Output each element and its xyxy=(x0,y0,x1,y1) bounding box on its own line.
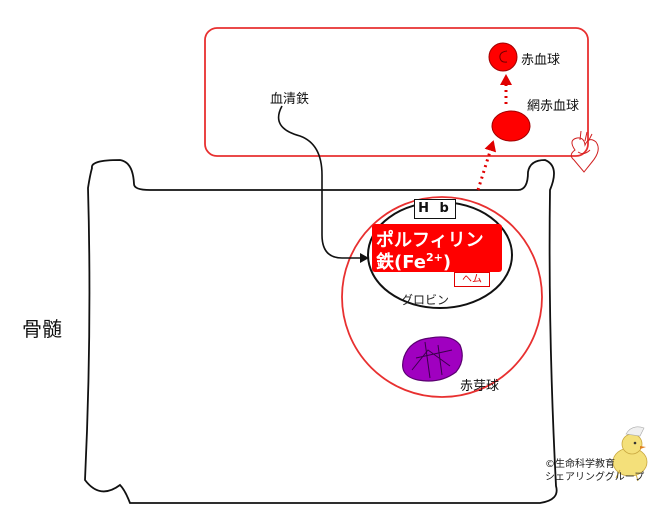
reticulocyte-label: 網赤血球 xyxy=(527,99,580,114)
bone-marrow-label: 骨髄 xyxy=(22,317,62,341)
heme-label: ヘム xyxy=(454,272,490,287)
serum-iron-arrow xyxy=(277,105,369,263)
red-blood-cell-label: 赤血球 xyxy=(521,53,561,68)
credit-line-2: シェアリンググループ xyxy=(545,472,645,483)
iron-charge: 2+ xyxy=(426,251,443,264)
blood-vessel-box xyxy=(204,27,589,157)
erythroblast-nucleus xyxy=(402,336,463,382)
reticulocyte-cell xyxy=(491,110,531,142)
iron-suffix: ) xyxy=(442,252,452,273)
hb-label-box: H b xyxy=(414,199,456,219)
credit-text: ©生命科学教育 シェアリンググループ xyxy=(545,458,644,484)
globin-label: グロビン xyxy=(401,293,450,307)
iron-prefix: 鉄(Fe xyxy=(376,252,427,273)
red-blood-cell-dimple xyxy=(499,50,508,63)
chick-mascot-icon xyxy=(612,426,648,482)
erythroblast-cell-membrane xyxy=(341,196,543,398)
erythroblast-label: 赤芽球 xyxy=(460,379,500,394)
serum-iron-label: 血清鉄 xyxy=(270,92,310,107)
maturation-arrow-to-circulation xyxy=(476,140,497,191)
iron-label: 鉄(Fe2+) xyxy=(376,248,451,274)
credit-line-1: ©生命科学教育 xyxy=(545,459,615,470)
porphyrin-label: ポルフィリン xyxy=(376,230,484,251)
heart-icon xyxy=(570,130,599,173)
heme-block: ポルフィリン 鉄(Fe2+) xyxy=(372,224,502,274)
red-blood-cell xyxy=(488,42,518,72)
bone-marrow-outline xyxy=(84,159,558,504)
